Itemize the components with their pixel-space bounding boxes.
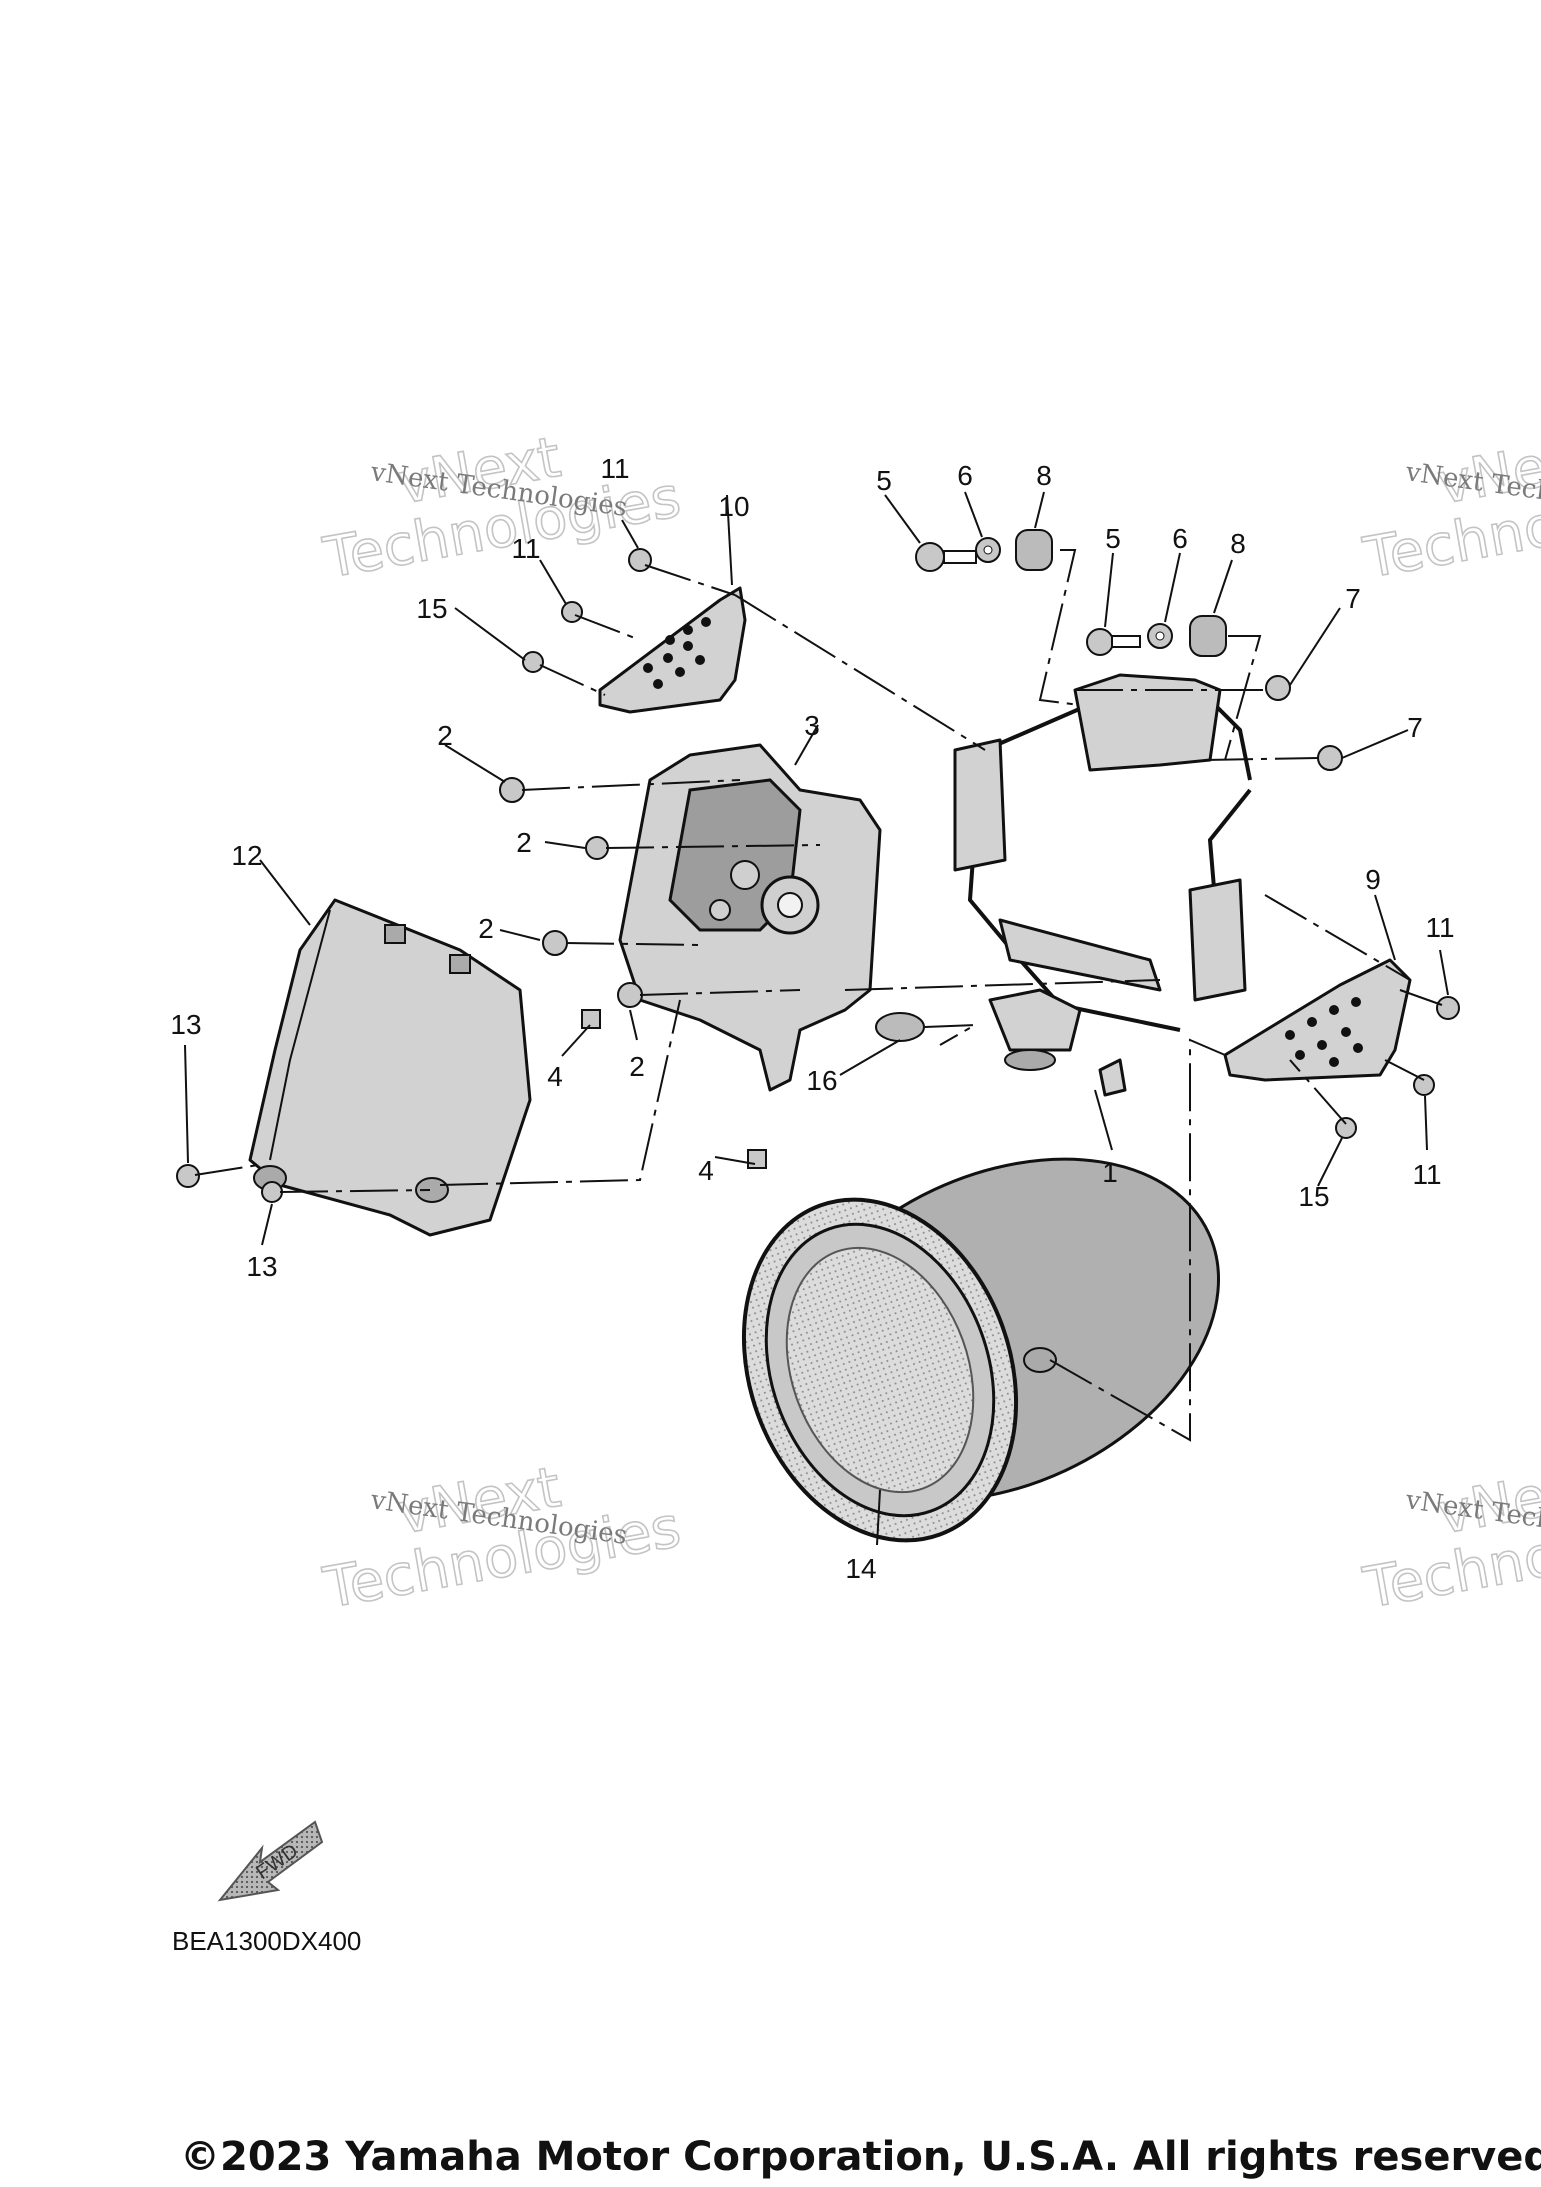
callout-label: 8 <box>1036 460 1052 491</box>
copyright-notice: ©2023 Yamaha Motor Corporation, U.S.A. A… <box>180 2134 1541 2180</box>
callout-label: 12 <box>231 840 262 871</box>
headlight-unit <box>741 1157 1221 1543</box>
callout-label: 2 <box>437 720 453 751</box>
callout-label: 8 <box>1230 528 1246 559</box>
hardware <box>176 529 1460 1203</box>
callout-label: 7 <box>1345 583 1361 614</box>
fwd-arrow-icon: FWD <box>217 1820 324 1902</box>
callout-label: 5 <box>876 465 892 496</box>
callout-label: 11 <box>1412 1159 1441 1190</box>
headlight-stay <box>953 673 1252 1097</box>
callout-label: 14 <box>845 1553 876 1584</box>
callout-label: 15 <box>416 593 447 624</box>
bracket-plate-left <box>598 586 747 714</box>
callout-label: 4 <box>698 1155 714 1186</box>
callout-label: 9 <box>1365 864 1381 895</box>
headlight-cover <box>248 898 532 1237</box>
assembly-lines <box>184 491 1449 1546</box>
callout-label: 13 <box>246 1251 277 1282</box>
callout-label: 15 <box>1298 1181 1329 1212</box>
callout-label: 5 <box>1105 523 1121 554</box>
bracket-plate-right <box>1223 958 1412 1082</box>
callout-label: 6 <box>957 460 973 491</box>
callout-labels: 1 2 2 2 2 3 4 4 5 5 6 6 7 7 8 8 9 10 11 … <box>170 453 1454 1584</box>
callout-label: 11 <box>1425 912 1454 943</box>
callout-label: 6 <box>1172 523 1188 554</box>
callout-label: 11 <box>600 453 629 484</box>
callout-label: 13 <box>170 1009 201 1040</box>
headlight-housing <box>618 743 882 1092</box>
callout-label: 7 <box>1407 712 1423 743</box>
callout-label: 3 <box>804 710 820 741</box>
callout-label: 2 <box>629 1051 645 1082</box>
callout-label: 10 <box>718 491 749 522</box>
callout-label: 1 <box>1102 1157 1118 1188</box>
callout-label: 2 <box>478 913 494 944</box>
callout-label: 4 <box>547 1061 563 1092</box>
diagram-code: BEA1300DX400 <box>172 1926 361 1956</box>
callout-label: 11 <box>511 533 540 564</box>
callout-label: 16 <box>806 1065 837 1096</box>
callout-label: 2 <box>516 827 532 858</box>
